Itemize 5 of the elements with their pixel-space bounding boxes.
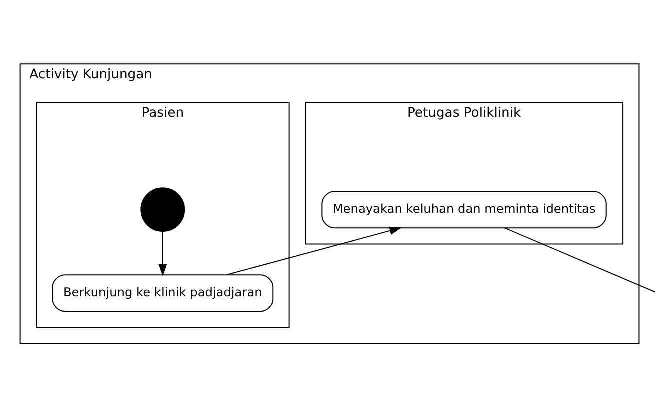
node-box: Berkunjung ke klinik padjadjaran <box>52 274 274 312</box>
node-box: Menayakan keluhan dan meminta identitas <box>322 190 607 228</box>
arrow <box>226 226 402 276</box>
node-circle <box>140 187 186 232</box>
arrow <box>158 231 168 276</box>
